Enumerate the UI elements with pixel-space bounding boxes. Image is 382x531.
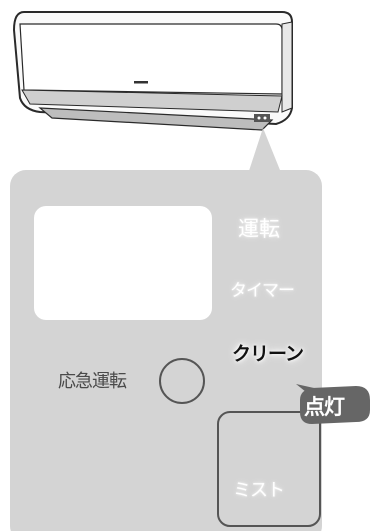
- indicator-clean-label: クリーン: [232, 343, 304, 365]
- ac-louver: [38, 107, 274, 131]
- ac-logo-mark: [134, 81, 148, 84]
- mist-highlight-box: [217, 411, 321, 527]
- indicator-timer-label: タイマー: [230, 281, 295, 301]
- indicator-operation-label: 運転: [238, 217, 280, 241]
- ac-front-panel: [19, 23, 283, 95]
- lit-badge: [296, 384, 370, 424]
- indicator-mist-label: ミスト: [233, 480, 285, 501]
- callout-pointer: [246, 128, 284, 180]
- ac-indicator-window: [254, 114, 270, 122]
- emergency-operation-label: 応急運転: [58, 371, 127, 392]
- ac-side-panel: [281, 21, 293, 113]
- air-conditioner-unit: [12, 11, 293, 131]
- lit-badge-label: 点灯: [304, 395, 345, 419]
- display-window: [34, 206, 212, 320]
- ac-lower-strip: [21, 89, 283, 113]
- emergency-button: [159, 358, 205, 404]
